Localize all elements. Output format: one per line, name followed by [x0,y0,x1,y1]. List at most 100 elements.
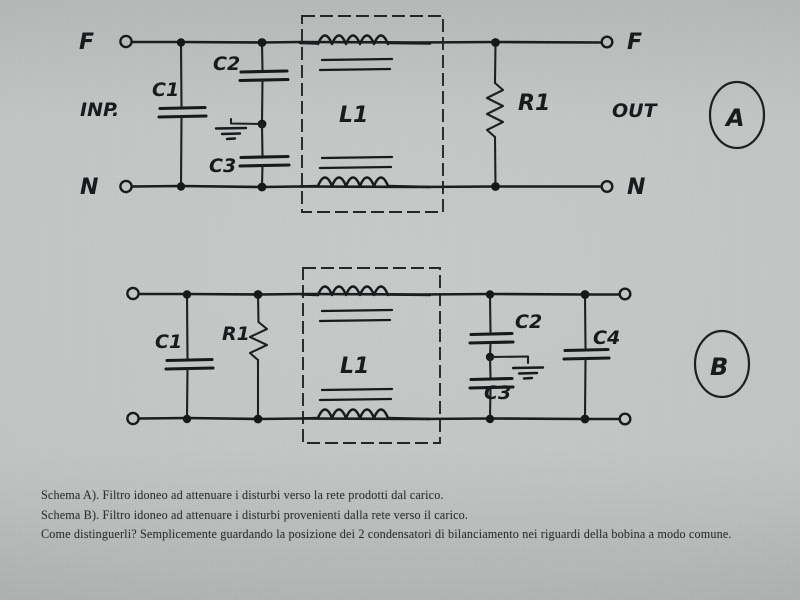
schema-b-l1-label: L1 [340,354,369,379]
schema-b-input-top-terminal [126,286,140,301]
schema-b-node-r1-bottom [253,414,263,424]
schema-a-out-live-label: F [627,30,642,55]
caption-line-1: Schema A). Filtro idoneo ad attenuare i … [41,488,444,502]
schema-a-r1-lead-top [493,41,497,85]
schema-a-r1-zigzag [485,81,505,139]
schema-a-node-r1-bottom [491,182,500,191]
schema-a-ground-bar-2 [220,132,242,136]
schema-b-c4-lead-bottom [583,357,587,420]
schema-a-in-live-label: F [79,30,94,55]
schema-b-marker-label: B [710,353,728,381]
schema-a-core-line-4 [318,165,393,170]
schema-b-ground-bar-1 [511,366,545,370]
schema-b-output-bottom-terminal [618,412,632,426]
schema-a-marker-circle [708,80,766,150]
schema-a-output-label: OUT [612,100,659,122]
schema-a-node-c2-top [257,38,267,47]
schema-b-c2-lead-top [488,293,492,334]
schema-b-c4-lead-top [583,293,587,350]
schema-a-c1-lead-top [179,41,183,108]
schema-a-c1-label: C1 [152,79,179,101]
schema-b-node-c1-top [182,290,192,299]
schema-b-c3-lead-bottom [488,386,492,420]
schema-b-bottom-rail [138,416,620,421]
schema-a-core-line-2 [318,67,392,72]
schema-a-ground-bar-3 [225,137,237,141]
schema-a-node-c1-bottom [176,182,186,191]
schema-b-c1-lead-bottom [185,367,189,420]
schema-b-r1-label: R1 [222,323,250,345]
schema-a-c1-lead-bottom [179,115,183,188]
caption-line-2: Schema B). Filtro idoneo ad attenuare i … [41,507,469,522]
schema-b-ground-lead [488,355,530,365]
schema-a-core-line-1 [320,57,394,62]
schema-a-c3-label: C3 [209,155,236,177]
schema-b-c1-plate-bottom [164,366,215,371]
schema-b-ground-bar-3 [522,376,534,380]
schema-a-group: F N F N INP. OUT C1 C2 C3 L1 R1 A [79,15,766,213]
schema-a-c2-label: C2 [213,53,240,75]
schema-b-top-rail [138,292,620,296]
schema-a-node-c1-top [176,38,186,47]
schema-b-choke-coil-top [316,285,390,297]
schema-b-ground-bar-2 [517,371,539,375]
schema-b-node-c2-top [485,290,495,299]
schema-b-c1-plate-top [165,357,214,363]
schema-b-node-r1-top [253,290,263,299]
schema-a-node-c3-bottom [257,182,267,192]
schema-b-r1-zigzag [248,320,269,362]
schema-b-node-c4-top [580,290,590,299]
schema-a-out-neutral-label: N [627,175,645,200]
schema-a-choke-coil-bottom [316,176,390,188]
schema-a-c3-lead-top [260,122,264,157]
schema-b-node-c3-bottom [485,414,495,424]
schema-b-core-line-4 [318,397,393,402]
schema-a-c2-lead-bottom [260,79,264,126]
schema-a-choke-coil-top [316,34,390,46]
caption-line-3: Come distinguerli? Semplicemente guardan… [41,527,732,541]
schema-b-node-c1-bottom [182,414,192,424]
schema-b-r1-lead-top [256,293,260,324]
schema-b-core-line-3 [320,387,394,392]
schema-a-node-r1-top [491,38,500,47]
schema-b-output-top-terminal [618,287,632,301]
schema-a-c2-plate-bottom [238,77,290,83]
schema-b-choke-enclosure [302,267,441,444]
schema-a-output-live-terminal [600,35,614,49]
schema-b-c3-plate-bottom [468,385,515,390]
schema-a-ground-lead [229,117,264,126]
schema-a-ground-bar-1 [214,126,248,130]
schema-b-c2-label: C2 [515,311,542,333]
schema-b-c4-label: C4 [593,327,620,349]
schema-b-core-line-2 [318,318,392,323]
schema-a-input-neutral-terminal [119,179,133,194]
schema-b-c4-plate-top [563,347,610,353]
schema-b-c4-plate-bottom [562,356,611,361]
schema-a-c3-plate-top [239,154,290,160]
schema-b-c1-label: C1 [155,331,182,353]
schema-b-c3-label: C3 [484,382,511,404]
schema-b-core-line-1 [320,308,394,313]
schema-a-bottom-rail [131,184,602,189]
schema-b-group: C1 R1 L1 C2 C3 C4 B [126,267,751,444]
schema-b-c2-plate-top [469,331,514,337]
schema-b-c3-lead-top [488,355,492,379]
schema-a-l1-label: L1 [339,103,368,128]
schema-b-choke-coil-bottom [316,408,390,420]
schema-a-core-line-3 [320,155,394,160]
schema-a-in-neutral-label: N [80,175,98,200]
schema-a-c1-plate-bottom [157,114,208,119]
schema-b-input-bottom-terminal [126,411,140,426]
schema-a-choke-top-leads [298,41,432,45]
schema-b-node-c4-bottom [580,414,590,424]
schema-b-c3-plate-top [469,376,514,382]
schema-a-choke-enclosure [301,15,444,213]
schema-b-choke-bottom-leads [300,416,432,421]
schema-a-top-rail [131,40,602,44]
schema-a-r1-lead-bottom [493,135,497,188]
schema-b-choke-top-leads [300,293,432,297]
schema-b-marker-circle [693,329,751,399]
schema-a-choke-bottom-leads [298,184,432,189]
schema-a-input-label: INP. [80,99,119,121]
